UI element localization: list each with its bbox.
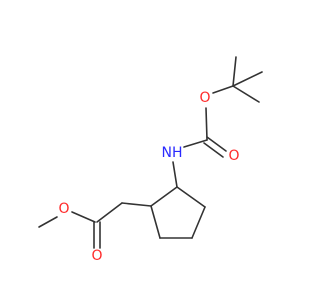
amide-nitrogen-label: NH bbox=[162, 145, 183, 161]
bond-carbonyl-ch2 bbox=[96, 202, 123, 223]
boc-ether-oxygen-label: O bbox=[199, 90, 210, 106]
atom-labels: O O NH O O bbox=[58, 90, 239, 264]
bond-ring-1 bbox=[150, 186, 178, 207]
bond-ring-2 bbox=[176, 186, 206, 208]
bond-boc-carbonyl-double-b bbox=[203, 142, 224, 158]
bond-tert-methyl-3 bbox=[232, 85, 260, 103]
bond-tert-methyl-2 bbox=[232, 71, 263, 87]
bonds bbox=[38, 56, 263, 249]
bond-nh-boc-carbonyl bbox=[183, 139, 208, 148]
bond-ring-nh bbox=[172, 161, 178, 188]
molecule-structure: O O NH O O bbox=[38, 56, 263, 264]
bond-ring-3 bbox=[191, 206, 206, 239]
bond-tert-methyl-1 bbox=[232, 56, 237, 87]
bond-ch2-ring bbox=[121, 202, 152, 207]
boc-carbonyl-oxygen-label: O bbox=[228, 148, 239, 164]
bond-ring-5 bbox=[150, 205, 161, 239]
bond-boc-carbonyl-ether-oxygen bbox=[205, 107, 208, 141]
ester-carbonyl-oxygen-label: O bbox=[91, 248, 102, 264]
bond-methyl-ester-oxygen bbox=[38, 216, 58, 228]
bond-ether-oxygen-tert-carbon bbox=[212, 85, 234, 94]
bond-ester-oxygen-carbonyl bbox=[71, 211, 96, 223]
ester-methyl-oxygen-label: O bbox=[58, 201, 69, 217]
molecule-canvas: O O NH O O bbox=[38, 56, 263, 264]
bond-boc-carbonyl-double-a bbox=[206, 136, 227, 152]
